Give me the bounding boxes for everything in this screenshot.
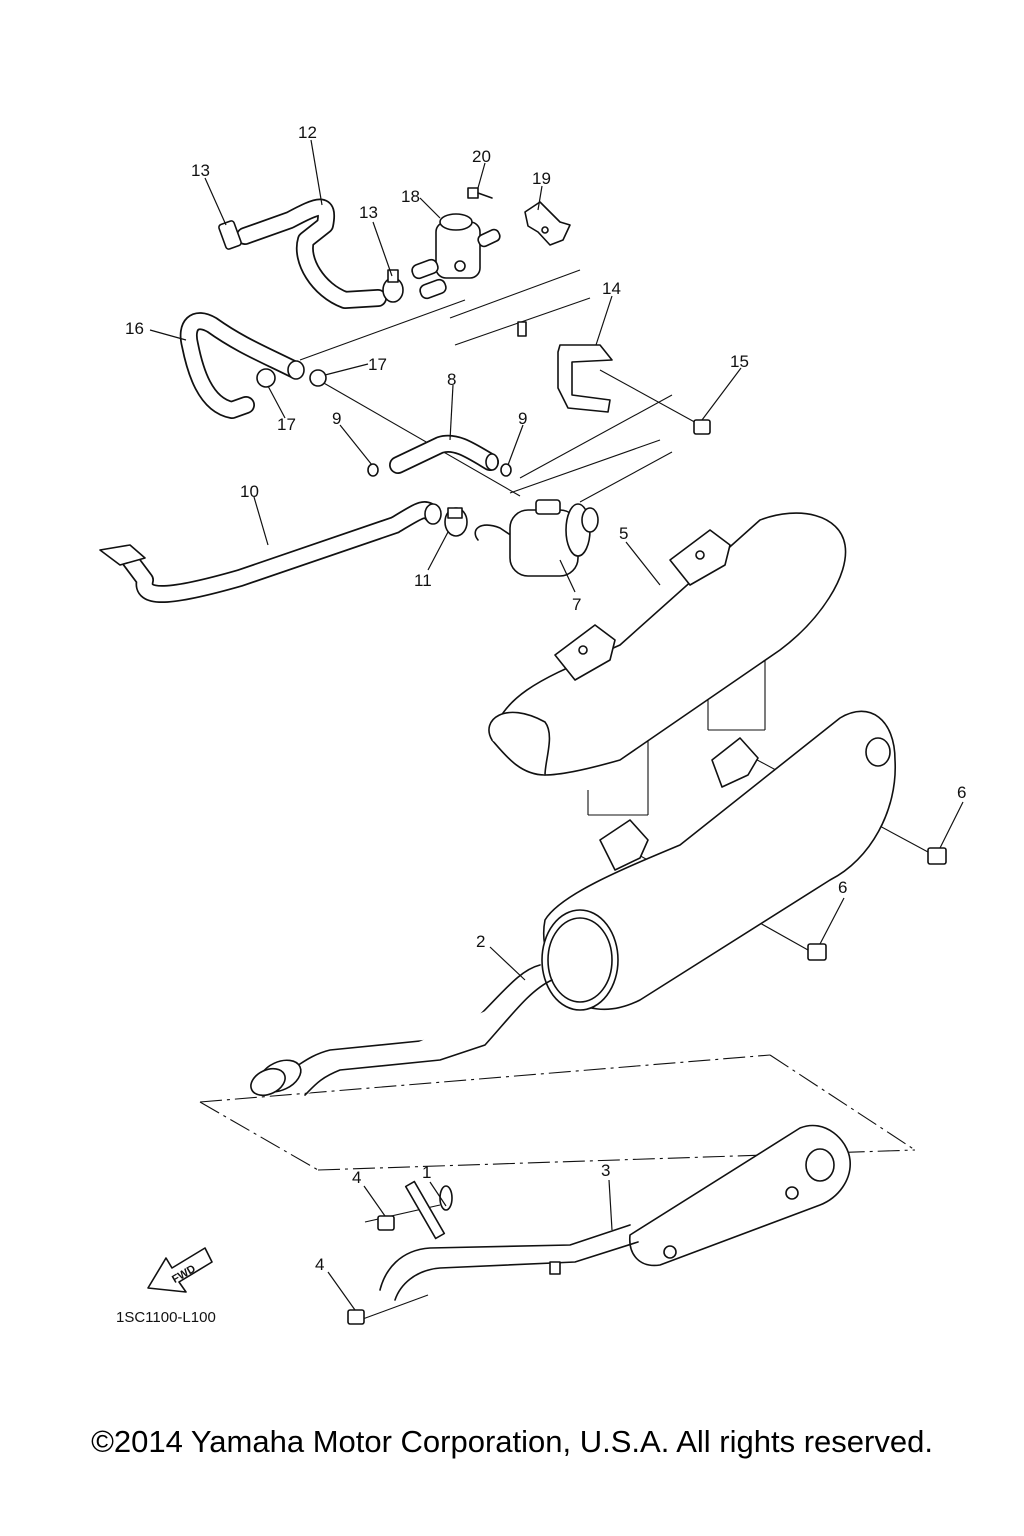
callout-17-left: 17 — [277, 415, 296, 434]
callout-leaders — [149, 139, 964, 1311]
bracket-19 — [524, 201, 571, 246]
hose-12 — [236, 198, 387, 309]
callout-6-lower: 6 — [838, 878, 847, 897]
callout-15: 15 — [730, 352, 749, 371]
clamp-11 — [444, 507, 468, 537]
clamp-13-right — [382, 269, 404, 303]
hose-16 — [179, 312, 305, 419]
callout-12: 12 — [298, 123, 317, 142]
bolt-15 — [693, 419, 711, 435]
callout-11: 11 — [414, 571, 432, 590]
callout-6-upper: 6 — [957, 783, 966, 802]
exhaust-pipe-3 — [379, 1124, 851, 1301]
clamp-17-right — [309, 369, 327, 387]
air-cut-valve-18 — [411, 213, 501, 300]
callout-7: 7 — [572, 595, 581, 614]
nut-4-upper — [377, 1215, 395, 1231]
clamp-9-left — [367, 463, 379, 477]
clamp-9-right — [500, 463, 512, 477]
callout-labels: 1 2 3 4 4 5 6 6 7 8 9 9 10 11 12 13 13 1… — [125, 123, 966, 1274]
callout-9-left: 9 — [332, 409, 341, 428]
callout-4-lower: 4 — [315, 1255, 324, 1274]
drawing-code: 1SC1100-L100 — [116, 1309, 216, 1326]
callout-13-right: 13 — [359, 203, 378, 222]
callout-2: 2 — [476, 932, 485, 951]
heat-protector-5 — [488, 512, 847, 776]
hose-8 — [389, 434, 499, 474]
callout-10: 10 — [240, 482, 259, 501]
callout-9-right: 9 — [518, 409, 527, 428]
clamp-13-left — [218, 220, 242, 250]
hose-10 — [99, 501, 442, 603]
bolt-6-upper — [927, 847, 947, 865]
callout-17-right: 17 — [368, 355, 387, 374]
callout-13-left: 13 — [191, 161, 210, 180]
copyright-notice: ©2014 Yamaha Motor Corporation, U.S.A. A… — [91, 1424, 933, 1459]
muffler-2 — [250, 710, 896, 1097]
callout-4-upper: 4 — [352, 1168, 361, 1187]
callout-8: 8 — [447, 370, 456, 389]
callout-1: 1 — [422, 1163, 431, 1182]
callout-5: 5 — [619, 524, 628, 543]
nut-4-lower — [347, 1309, 365, 1325]
callout-3: 3 — [601, 1161, 610, 1180]
callout-19: 19 — [532, 169, 551, 188]
canister-7 — [474, 499, 599, 577]
callout-20: 20 — [472, 147, 491, 166]
callout-18: 18 — [401, 187, 420, 206]
bracket-14 — [517, 321, 613, 413]
bolt-20 — [467, 187, 493, 199]
callout-16: 16 — [125, 319, 144, 338]
clamp-17-left — [256, 368, 276, 388]
fwd-arrow-icon: FWD — [147, 1247, 213, 1293]
callout-14: 14 — [602, 279, 621, 298]
bolt-6-lower — [807, 943, 827, 961]
